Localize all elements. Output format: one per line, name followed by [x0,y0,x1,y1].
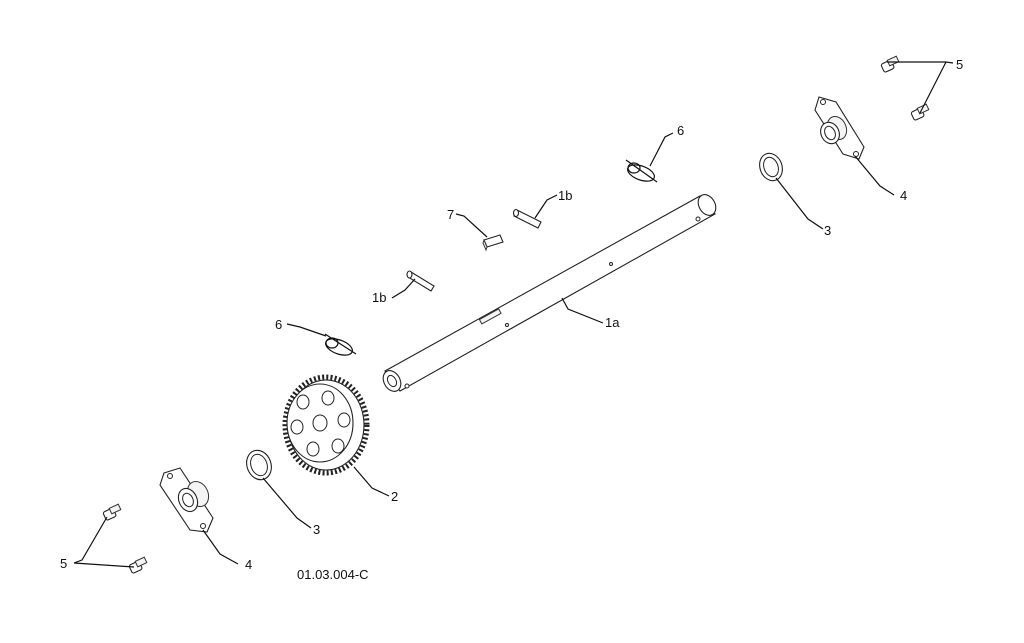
callout-bearing-right: 4 [900,188,907,203]
clip-left-part [324,333,357,356]
callout-key: 7 [447,207,454,222]
washer-left-part [246,449,272,481]
key-part [482,234,504,252]
pin-upper-part [512,208,542,229]
callout-clip-left: 6 [275,317,282,332]
callout-bearing-left: 4 [245,557,252,572]
bearing-left-part [159,467,214,533]
callout-pin-lower: 1b [372,290,386,305]
pin-lower-part [406,270,435,292]
callout-gear: 2 [391,489,398,504]
bearing-right-part [814,96,865,160]
washer-right-part [759,152,783,182]
callout-bolts-right: 5 [956,57,963,72]
leader-lines [73,61,954,568]
bolts-right-part [880,55,930,121]
drawing-id: 01.03.004-C [297,567,369,582]
gear-part [282,374,370,476]
callout-washer-left: 3 [313,522,320,537]
callout-clip-right: 6 [677,123,684,138]
shaft-part [382,194,717,392]
callout-shaft: 1a [605,315,620,330]
callout-pin-upper: 1b [558,188,572,203]
callout-bolts-left: 5 [60,556,67,571]
bolts-left-part [102,503,148,574]
clip-right-part [625,159,658,183]
callout-washer-right: 3 [824,223,831,238]
